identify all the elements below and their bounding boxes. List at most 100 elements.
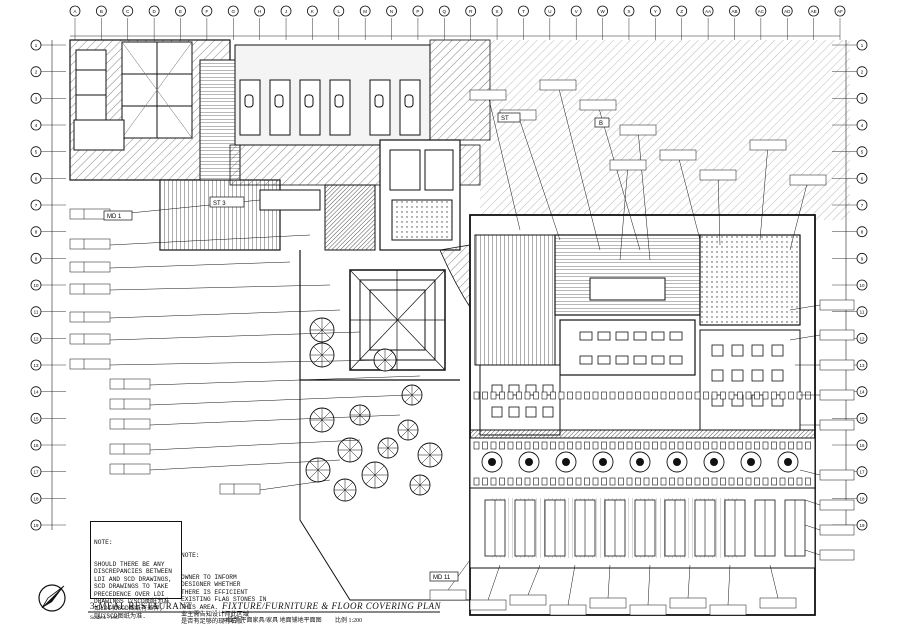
- callout-box: [429, 589, 467, 601]
- grid-bubble-label: Y: [654, 9, 657, 14]
- grid-bubble-label: 12: [859, 336, 865, 341]
- leader-line: [517, 114, 561, 241]
- toilet-block: [234, 44, 431, 146]
- leader-line: [109, 261, 291, 269]
- grid-bubble-label: 10: [859, 283, 865, 288]
- chair: [703, 391, 709, 400]
- table: [491, 384, 503, 396]
- tree-branch: [321, 329, 331, 339]
- dining-tables: [481, 331, 799, 473]
- grid-bubble-label: 16: [33, 443, 39, 448]
- callout-box: [819, 419, 855, 431]
- tree-branch: [377, 359, 386, 368]
- grid-bubble-label: M: [363, 9, 367, 14]
- callout-box: [819, 299, 855, 311]
- sheet-title-cn: 3-餐厅 平面家具/家具 地面铺地平面图: [222, 618, 322, 624]
- material-tag-md11: MD 11: [433, 575, 451, 581]
- callout-box: [789, 174, 827, 186]
- tree-branch: [321, 354, 331, 364]
- tree-branch: [341, 441, 351, 451]
- leader-line: [804, 499, 821, 506]
- grid-bubble: [307, 5, 318, 17]
- note-line: PRECEDENCE OVER LDI: [94, 590, 165, 598]
- tree-branch: [313, 354, 323, 364]
- leader-line: [149, 439, 361, 451]
- callout-box: [819, 389, 855, 401]
- chair: [779, 441, 786, 450]
- grid-bubble-label: H: [258, 9, 261, 14]
- chair: [524, 477, 531, 486]
- grid-bubble-label: 12: [33, 336, 39, 341]
- grid-bubble-label: P: [416, 9, 419, 14]
- chair: [533, 441, 539, 450]
- grid-bubble-label: 15: [859, 416, 865, 421]
- service-core: [259, 139, 461, 251]
- grand-staircase: [159, 59, 281, 251]
- tree-branch: [419, 484, 428, 493]
- table: [651, 331, 665, 341]
- chair: [788, 477, 794, 486]
- leader-line: [804, 524, 821, 531]
- chair: [499, 391, 505, 400]
- tree-branch: [377, 352, 386, 361]
- grid-bubble-label: AA: [705, 9, 711, 14]
- tree-branch: [313, 329, 323, 339]
- table: [597, 331, 611, 341]
- chair: [592, 391, 599, 400]
- chair: [507, 391, 514, 400]
- grid-bubble-label: 13: [33, 363, 39, 368]
- table: [615, 355, 629, 365]
- table: [731, 344, 744, 357]
- sheet-title: FIXTURE/FURNITURE & FLOOR COVERING PLAN: [222, 601, 441, 611]
- grid-bubble-label: F: [206, 9, 209, 14]
- callout-box: [109, 463, 151, 475]
- table: [751, 369, 764, 382]
- chair: [626, 441, 633, 450]
- tree-branch: [429, 454, 439, 464]
- material-tag-md: MD 1: [107, 214, 122, 220]
- chair: [694, 391, 701, 400]
- tree-branch: [313, 346, 323, 356]
- chair: [584, 477, 590, 486]
- grid-bubble-label: L: [338, 9, 341, 14]
- table: [542, 406, 554, 418]
- leader-line: [259, 479, 331, 491]
- tree-branch: [359, 414, 368, 423]
- restaurant-title: 3-MEAL RESTAURANT: [90, 601, 193, 611]
- chair: [626, 391, 633, 400]
- callout-box: [819, 329, 855, 341]
- chair: [601, 441, 607, 450]
- tree-branch: [309, 469, 319, 479]
- chair: [490, 391, 497, 400]
- grid-bubble: [623, 5, 635, 17]
- tree-branch: [421, 454, 431, 464]
- stair-tag: ST 3: [213, 201, 226, 207]
- chair: [652, 477, 658, 486]
- grid-bubble-label: 2: [35, 70, 38, 75]
- leader-line: [799, 469, 821, 476]
- garden-edge: [299, 380, 470, 601]
- chair: [711, 441, 718, 450]
- tree-branch: [404, 394, 413, 403]
- table-centre: [636, 458, 644, 466]
- leader-line: [567, 564, 576, 606]
- chair: [643, 477, 650, 486]
- grid-bubble: [465, 5, 477, 17]
- grid-bubble-label: AD: [784, 9, 791, 14]
- tree-branch: [412, 484, 421, 493]
- north-west-core: [69, 39, 231, 181]
- grid-bubble: [412, 5, 424, 17]
- chair: [762, 477, 769, 486]
- grid-bubble-label: AE: [811, 9, 817, 14]
- callout-box: [609, 159, 647, 171]
- tree-branch: [313, 419, 323, 429]
- table: [525, 406, 537, 418]
- grid-bubble-label: E: [179, 9, 182, 14]
- leader-line: [149, 375, 421, 386]
- grid-bubble-label: 18: [859, 496, 865, 501]
- grid-bubble: [518, 5, 529, 17]
